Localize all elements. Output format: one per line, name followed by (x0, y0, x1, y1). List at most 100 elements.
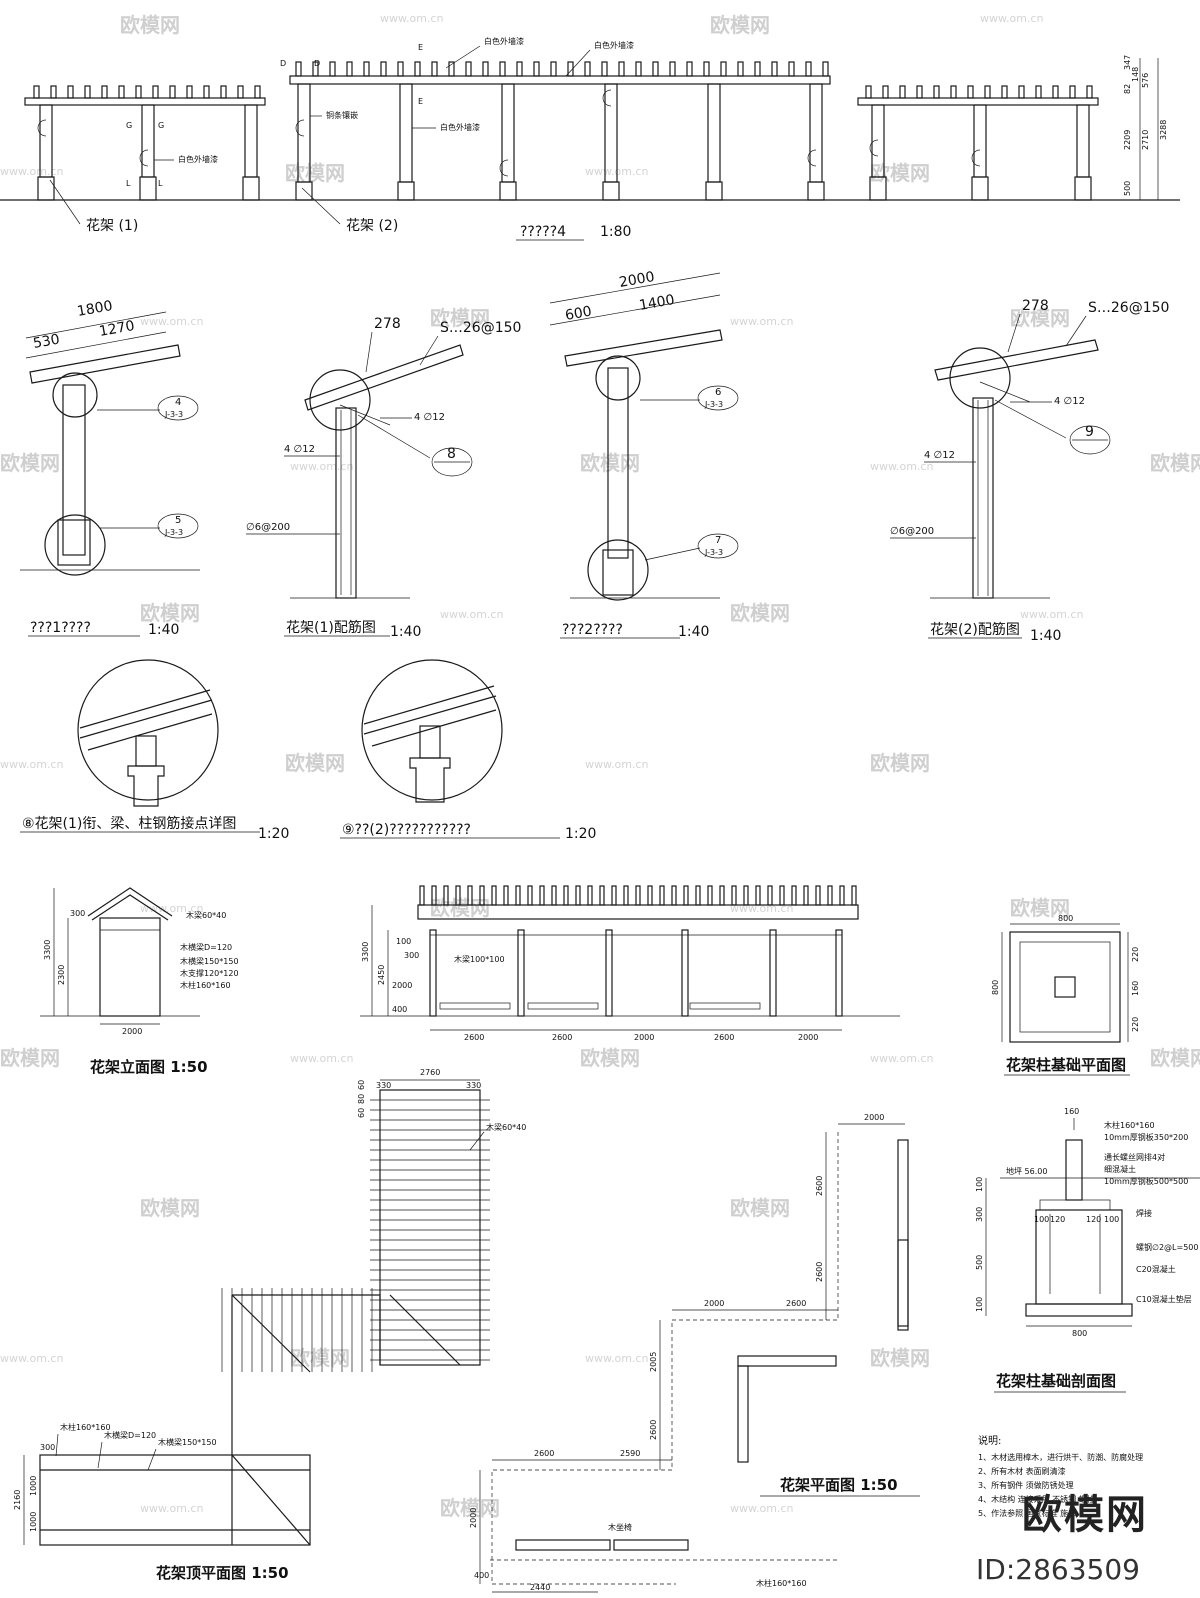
watermark-text: 欧模网 (870, 161, 930, 185)
rafter (737, 61, 744, 77)
member-label: 细混凝土 (1104, 1164, 1136, 1174)
dim-text: 2000 (469, 1508, 478, 1528)
rafter (419, 885, 425, 906)
dim-text: 220 (1131, 1017, 1140, 1032)
post (835, 929, 843, 1017)
brand-logo-text: 欧模网 (1022, 1492, 1148, 1538)
rafter (1086, 85, 1093, 99)
stirrup-label: ∅6@200 (890, 526, 934, 537)
detail-circle (361, 659, 503, 801)
section-scale: 1:40 (390, 624, 421, 640)
wood-elevation-title: 花架立面图 1:50 (90, 1058, 208, 1076)
column-base (869, 176, 887, 201)
dim-text: 100 (975, 1297, 984, 1312)
leader (445, 45, 481, 69)
bench-plan (737, 1355, 837, 1367)
level-label: 地坪 56.00 (1006, 1166, 1047, 1176)
column (809, 83, 823, 183)
rafter (788, 61, 795, 77)
rafter (491, 885, 497, 906)
dim-text: 1400 (638, 292, 676, 314)
leader (1007, 313, 1021, 353)
watermark-text: 欧模网 (285, 751, 345, 775)
dim-text: 3300 (43, 940, 52, 960)
watermark-url: www.om.cn (0, 165, 63, 178)
member-label: 木横梁150*150 (180, 956, 239, 966)
rafter (448, 61, 455, 77)
notes-title: 说明: (978, 1434, 1001, 1447)
dim-text: 120 (1050, 1215, 1065, 1224)
beam-tilted (934, 339, 1099, 381)
rafters (865, 85, 1093, 99)
detail-circle (595, 355, 641, 401)
rafter (623, 885, 629, 906)
rafter (967, 85, 974, 99)
dim-text: 2600 (534, 1449, 554, 1458)
member-label: 10mm厚钢板500*500 (1104, 1176, 1188, 1186)
note: 白色外墙漆 (440, 122, 480, 132)
dim-text: 3300 (361, 942, 370, 962)
rafter (851, 885, 857, 906)
ref-bubble (157, 513, 199, 539)
wood-elevation-side: 3300 2300 300 2000 木梁60*40 木横梁D=120 木横梁1… (40, 887, 239, 1076)
rafter (767, 885, 773, 906)
dim-text: 2450 (377, 965, 386, 985)
section-3: 2000 600 1400 6 J-3-3 7 J-3-3 ???2???? 1… (549, 269, 739, 640)
member-label: 木梁60*40 (486, 1122, 526, 1132)
elevation-tag: G (158, 121, 164, 130)
rafter (431, 61, 438, 77)
column-base (397, 181, 415, 201)
section-title: ???1???? (30, 620, 91, 636)
rafter (443, 885, 449, 906)
note-line: 1、木材选用樟木，进行烘干、防潮、防腐处理 (978, 1452, 1143, 1462)
rafter (754, 61, 761, 77)
dim-text: 330 (466, 1081, 481, 1090)
watermark-url: www.om.cn (585, 758, 648, 771)
rafter (659, 885, 665, 906)
column-ornament (37, 119, 47, 137)
rafter (237, 85, 244, 99)
post (769, 929, 777, 1017)
rafter (186, 85, 193, 99)
watermark-url: www.om.cn (290, 460, 353, 473)
watermark-text: 欧模网 (285, 161, 345, 185)
dim-text: 2000 (392, 981, 412, 990)
beam-edge (363, 695, 497, 735)
rafter (203, 85, 210, 99)
detail-circle (949, 347, 1011, 409)
beam-edge (363, 685, 495, 725)
dim-text: 2600 (815, 1262, 824, 1282)
dim-text: 2590 (620, 1449, 640, 1458)
column-base (37, 176, 55, 201)
dim-text: 2000 (704, 1299, 724, 1308)
dim-text: 1270 (98, 318, 136, 340)
post (681, 929, 689, 1017)
foundation-plan: 800 800 220 160 220 花架柱基础平面图 (991, 914, 1140, 1076)
column (707, 83, 721, 183)
note-line: 3、所有钢件 须做防锈处理 (978, 1480, 1074, 1490)
dim-text: 2000 (618, 269, 656, 291)
column (335, 407, 357, 599)
rebar-label: 4 ∅12 (414, 412, 445, 423)
watermark-text: 欧模网 (1010, 306, 1070, 330)
rafter (882, 85, 889, 99)
rafter (465, 61, 472, 77)
bench-plan (897, 1239, 909, 1331)
watermark-url: www.om.cn (980, 12, 1043, 25)
section-4-rebar: 278 S…26@150 4 ∅12 4 ∅12 ∅6@200 9 花架(2)配… (890, 298, 1169, 644)
dim-text: 82 (1123, 84, 1132, 94)
elevation-tag: E (418, 43, 423, 52)
leader (644, 547, 701, 561)
dim-text: 500 (975, 1255, 984, 1270)
dim-line (25, 311, 167, 339)
watermark-text: 欧模网 (0, 451, 60, 475)
column-ornament (869, 139, 879, 157)
watermark-text: 欧模网 (430, 306, 490, 330)
frame (99, 917, 161, 1017)
detail-title: ⑨??(2)??????????? (342, 822, 471, 838)
note-line: 5、作法参照 国家标准 施工 (978, 1508, 1076, 1518)
rafter (527, 885, 533, 906)
member-label: 木横梁150*150 (158, 1437, 217, 1447)
rafter (1018, 85, 1025, 99)
leader (49, 179, 81, 225)
